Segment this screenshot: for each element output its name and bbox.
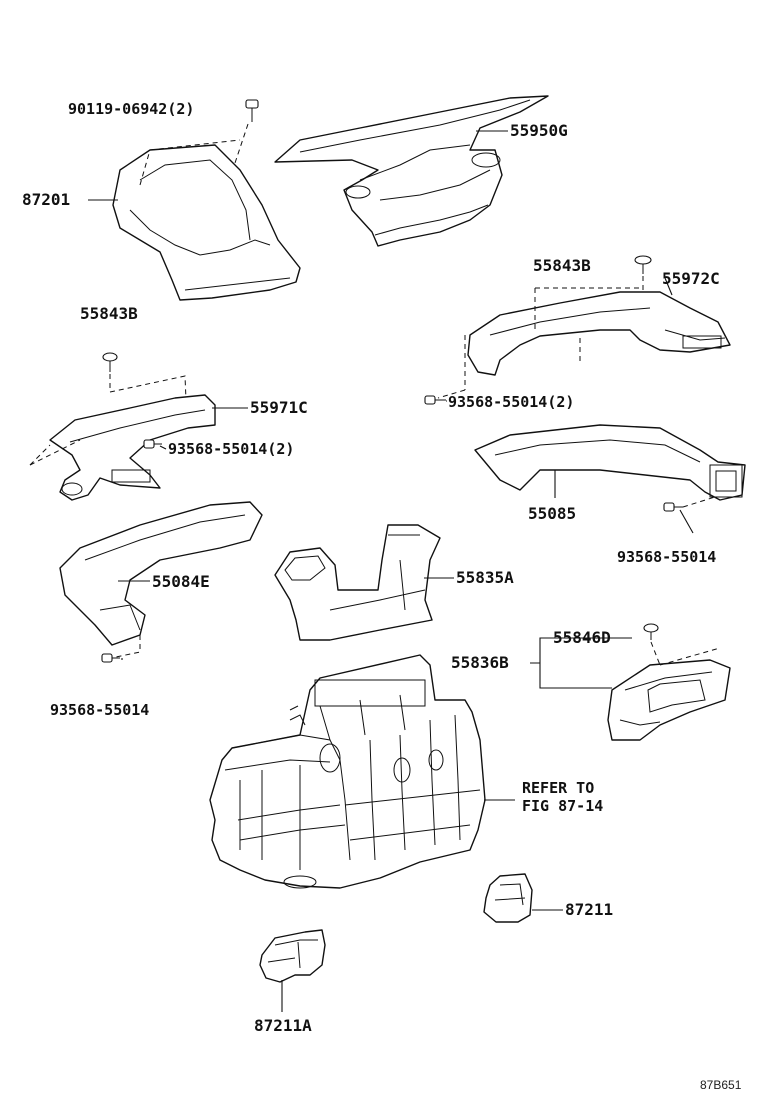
label-93568-55014-2-right: 93568-55014(2) (448, 393, 575, 411)
duct-55836b (607, 647, 731, 741)
screw-93568-55014-left-single (101, 653, 120, 663)
duct-55971c (29, 394, 216, 501)
screw-93568-55014-left (143, 439, 162, 449)
heater-unit (209, 654, 486, 889)
label-93568-55014-right: 93568-55014 (617, 548, 717, 566)
part-87211a (259, 929, 326, 983)
label-93568-55014-2-left: 93568-55014(2) (168, 440, 295, 458)
label-55843b-left: 55843B (80, 304, 138, 323)
label-9011906942: 90119-06942(2) (68, 100, 195, 118)
label-55846d: 55846D (553, 628, 611, 647)
clip-55843b-left (102, 352, 118, 372)
figure-code: 87B651 (700, 1078, 742, 1092)
label-55843b-right: 55843B (533, 256, 591, 275)
screw-93568-55014-right (424, 395, 446, 405)
clip-55846d (643, 623, 661, 666)
label-55085: 55085 (528, 504, 577, 523)
clip-55843b-right (634, 255, 652, 274)
duct-55085 (474, 424, 746, 501)
label-55084e: 55084E (152, 572, 210, 591)
duct-55972c (437, 287, 731, 399)
duct-87201 (112, 139, 301, 301)
label-93568-55014-left: 93568-55014 (50, 701, 150, 719)
duct-55084e (59, 501, 263, 658)
bolt-90119-06942 (231, 99, 259, 173)
label-refer-line1: REFER TO (522, 779, 595, 797)
label-87211: 87211 (565, 900, 614, 919)
duct-55950g (274, 95, 549, 247)
label-87201: 87201 (22, 190, 71, 209)
label-55950g: 55950G (510, 121, 568, 140)
screw-93568-55014-right-single (663, 496, 716, 512)
part-87211 (483, 873, 533, 923)
label-55972c: 55972C (662, 269, 720, 288)
duct-55835a (274, 524, 441, 641)
leader-lines (88, 130, 694, 1012)
label-55971c: 55971C (250, 398, 308, 417)
label-87211a: 87211A (254, 1016, 312, 1035)
label-55836b: 55836B (451, 653, 509, 672)
label-55835a: 55835A (456, 568, 514, 587)
label-refer-line2: FIG 87-14 (522, 797, 604, 815)
